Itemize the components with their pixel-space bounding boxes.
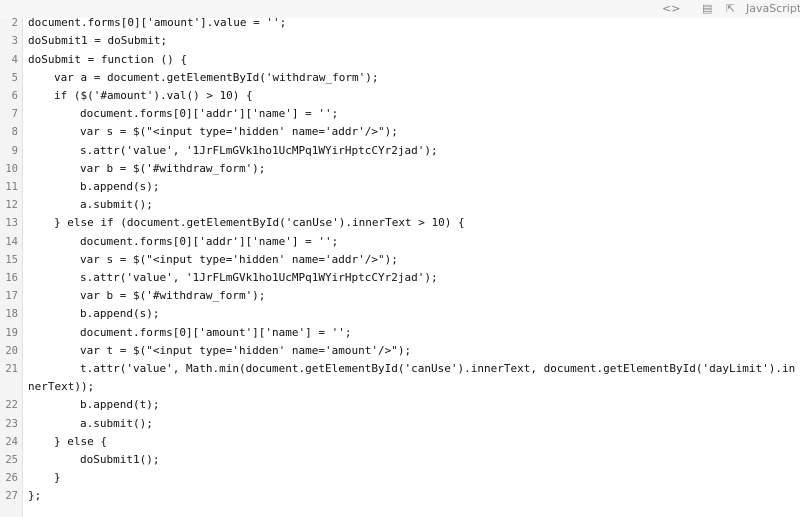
code-line: 17 var b = $('#withdraw_form'); (0, 287, 800, 305)
code-line: 16 s.attr('value', '1JrFLmGVk1ho1UcMPq1WY… (0, 269, 800, 287)
copy-icon[interactable]: ▤ (702, 2, 713, 15)
code-text: b.append(t); (80, 398, 160, 412)
language-label: JavaScript (746, 2, 800, 15)
code-line: 19 document.forms[0]['amount']['name'] = … (0, 324, 800, 342)
code-line: 14 document.forms[0]['addr']['name'] = ''… (0, 233, 800, 251)
code-line: 15 var s = $("<input type='hidden' name='… (0, 251, 800, 269)
code-text: var s = $("<input type='hidden' name='ad… (80, 125, 398, 139)
line-number: 7 (11, 108, 18, 121)
code-line: 4 doSubmit = function () { (0, 51, 800, 69)
code-line: 7 document.forms[0]['addr']['name'] = ''; (0, 105, 800, 123)
code-text: if ($('#amount').val() > 10) { (54, 89, 253, 102)
line-number: 27 (5, 490, 18, 503)
code-line: 8 var s = $("<input type='hidden' name='a… (0, 123, 800, 141)
code-toolbar: <> ▤ ⇱ JavaScript (0, 0, 800, 18)
code-text: s.attr('value', '1JrFLmGVk1ho1UcMPq1WYir… (80, 271, 438, 284)
line-number: 21 (5, 363, 18, 375)
code-text: var s = $("<input type='hidden' name='ad… (80, 252, 398, 266)
line-number: 5 (11, 71, 18, 84)
code-text: nerText)); (28, 380, 95, 394)
code-text: }; (28, 489, 42, 503)
line-number: 3 (11, 35, 18, 48)
code-text: document.forms[0]['amount']['name'] = ''… (80, 325, 352, 339)
code-text: var b = $('#withdraw_form'); (80, 161, 266, 175)
code-line: 21 t.attr('value', Math.min(document.getE… (0, 360, 800, 378)
code-text: document.forms[0]['addr']['name'] = ''; (80, 107, 339, 121)
code-text: var b = $('#withdraw_form'); (80, 289, 266, 303)
line-number: 12 (5, 199, 18, 212)
line-number: 20 (5, 344, 18, 357)
line-number: 10 (5, 162, 18, 175)
line-number: 17 (5, 290, 18, 303)
code-line: 11 b.append(s); (0, 178, 800, 196)
code-text: b.append(s); (80, 180, 160, 193)
line-number: 16 (5, 272, 18, 284)
code-line: 6 if ($('#amount').val() > 10) { (0, 87, 800, 105)
code-line: 2 document.forms[0]['amount'].value = ''; (0, 14, 800, 32)
code-line: 3 doSubmit1 = doSubmit; (0, 32, 800, 50)
code-line: 25 doSubmit1(); (0, 451, 800, 469)
line-number: 18 (5, 308, 18, 321)
code-text: doSubmit = function () { (28, 52, 187, 66)
code-line: 23 a.submit(); (0, 415, 800, 433)
code-line: 26} (0, 469, 800, 487)
code-line: 5 var a = document.getElementById('withdr… (0, 69, 800, 87)
popout-icon[interactable]: ⇱ (726, 2, 736, 15)
code-text: a.submit(); (80, 416, 153, 430)
line-number: 2 (11, 17, 18, 30)
code-text: } else { (54, 434, 107, 448)
code-line: nerText)); (0, 378, 800, 396)
line-number: 24 (5, 435, 18, 448)
line-number: 19 (5, 326, 18, 339)
line-number: 8 (11, 126, 18, 139)
code-text: a.submit(); (80, 198, 153, 212)
code-text: t.attr('value', Math.min(document.getEle… (80, 362, 796, 375)
code-text: s.attr('value', '1JrFLmGVk1ho1UcMPq1WYir… (80, 143, 438, 157)
view-source-icon[interactable]: <> (662, 2, 681, 15)
code-text: } (54, 471, 61, 485)
code-line: 22 b.append(t); (0, 396, 800, 414)
code-text: var t = $("<input type='hidden' name='am… (80, 343, 412, 357)
line-number: 4 (11, 53, 18, 66)
line-number: 25 (5, 454, 18, 466)
code-text: doSubmit1(); (80, 453, 160, 466)
line-number: 23 (5, 417, 18, 430)
line-number: 14 (5, 235, 18, 248)
code-text: document.forms[0]['addr']['name'] = ''; (80, 234, 339, 248)
code-line: 9 s.attr('value', '1JrFLmGVk1ho1UcMPq1WYi… (0, 142, 800, 160)
code-line: 13 } else if (document.getElementById('ca… (0, 214, 800, 232)
line-number: 26 (5, 472, 18, 485)
code-text: document.forms[0]['amount'].value = ''; (28, 16, 287, 30)
line-number: 6 (11, 90, 18, 102)
line-number: 11 (5, 181, 18, 193)
line-number: 15 (5, 253, 18, 266)
code-line: 24 } else { (0, 433, 800, 451)
code-line: 18 b.append(s); (0, 305, 800, 323)
code-line: 20 var t = $("<input type='hidden' name='… (0, 342, 800, 360)
code-text: b.append(s); (80, 307, 160, 321)
code-text: } else if (document.getElementById('canU… (54, 216, 465, 230)
code-text: var a = document.getElementById('withdra… (54, 70, 379, 84)
line-number-gutter (0, 0, 23, 517)
code-line: 10 var b = $('#withdraw_form'); (0, 160, 800, 178)
line-number: 22 (5, 399, 18, 412)
code-text: doSubmit1 = doSubmit; (28, 34, 168, 48)
code-line: 12 a.submit(); (0, 196, 800, 214)
code-line: 27}; (0, 487, 800, 505)
line-number: 9 (11, 144, 18, 157)
line-number: 13 (5, 217, 18, 230)
